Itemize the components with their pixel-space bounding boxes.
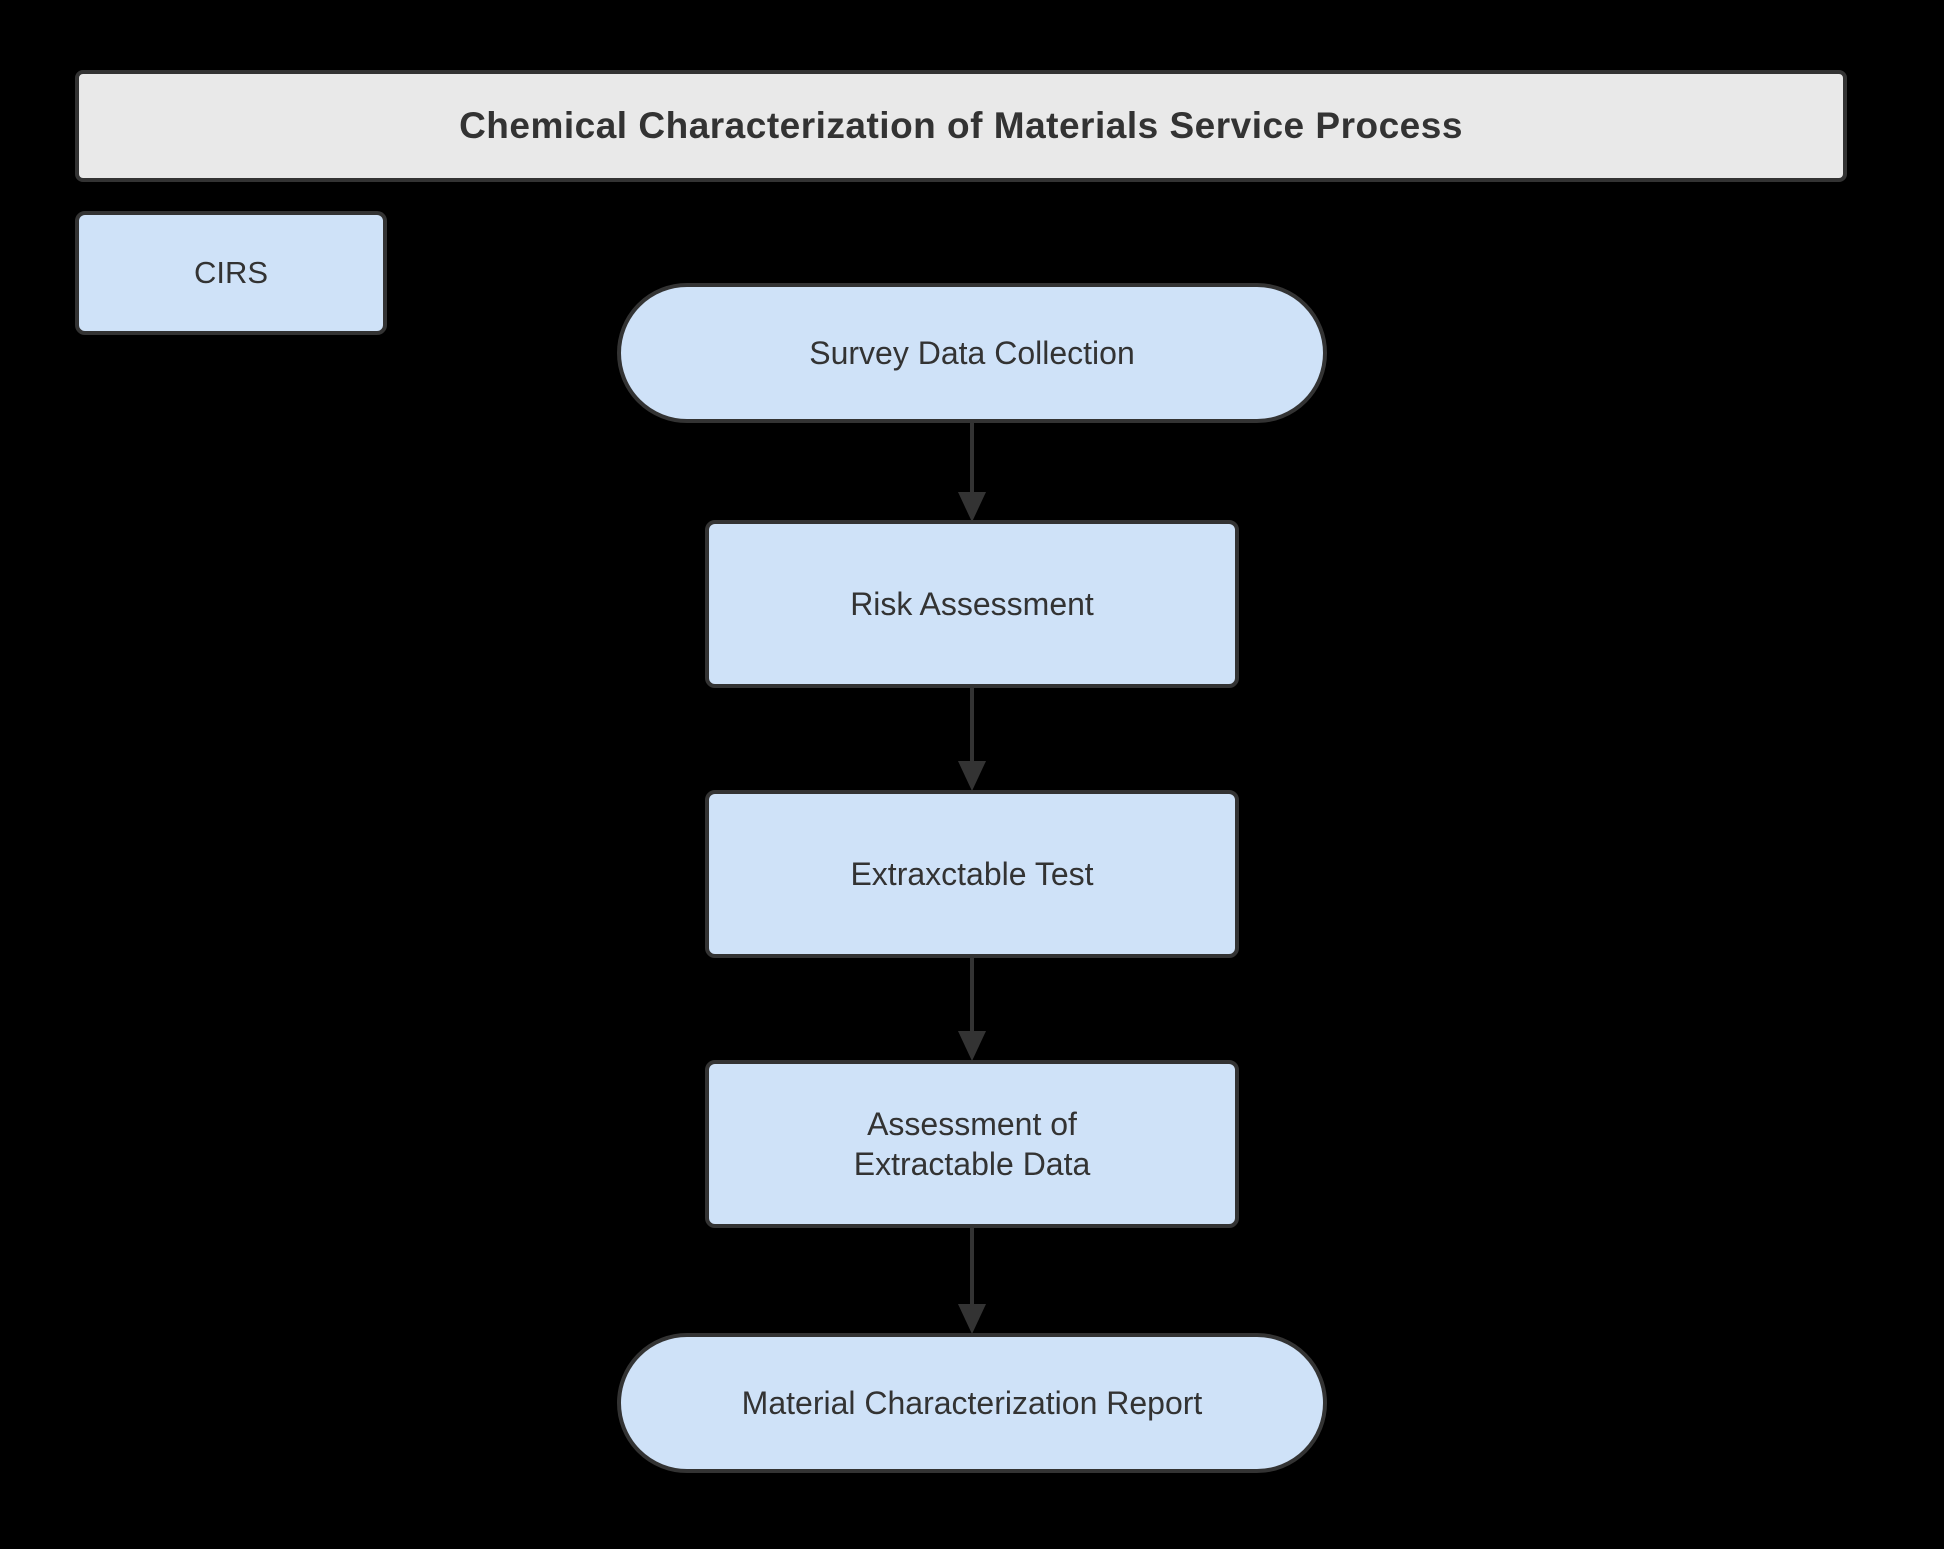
node-label: Material Characterization Report	[741, 1385, 1203, 1421]
arrow-shaft	[970, 958, 974, 1037]
node-label: Survey Data Collection	[809, 335, 1135, 371]
arrow-down-1	[957, 423, 987, 522]
arrow-shaft	[970, 423, 974, 498]
arrowhead-icon	[958, 1031, 986, 1061]
arrow-shaft	[970, 688, 974, 767]
node-label: Assessment of Extractable Data	[853, 1106, 1091, 1182]
node-risk-assessment: Risk Assessment	[705, 520, 1239, 688]
node-extractable-test: Extraxctable Test	[705, 790, 1239, 958]
node-cirs-badge: CIRS	[75, 211, 387, 335]
arrow-down-3	[957, 958, 987, 1061]
node-label: Extraxctable Test	[850, 856, 1094, 892]
node-assessment-of-extractable-data: Assessment of Extractable Data	[705, 1060, 1239, 1228]
arrowhead-icon	[958, 492, 986, 522]
diagram-title-bar: Chemical Characterization of Materials S…	[75, 70, 1847, 182]
cirs-label: CIRS	[193, 254, 269, 290]
arrow-shaft	[970, 1228, 974, 1310]
arrow-down-2	[957, 688, 987, 791]
diagram-title: Chemical Characterization of Materials S…	[459, 105, 1463, 146]
node-label: Risk Assessment	[850, 586, 1094, 622]
node-material-characterization-report: Material Characterization Report	[617, 1333, 1327, 1473]
arrow-down-4	[957, 1228, 987, 1334]
node-survey-data-collection: Survey Data Collection	[617, 283, 1327, 423]
arrowhead-icon	[958, 1304, 986, 1334]
arrowhead-icon	[958, 761, 986, 791]
